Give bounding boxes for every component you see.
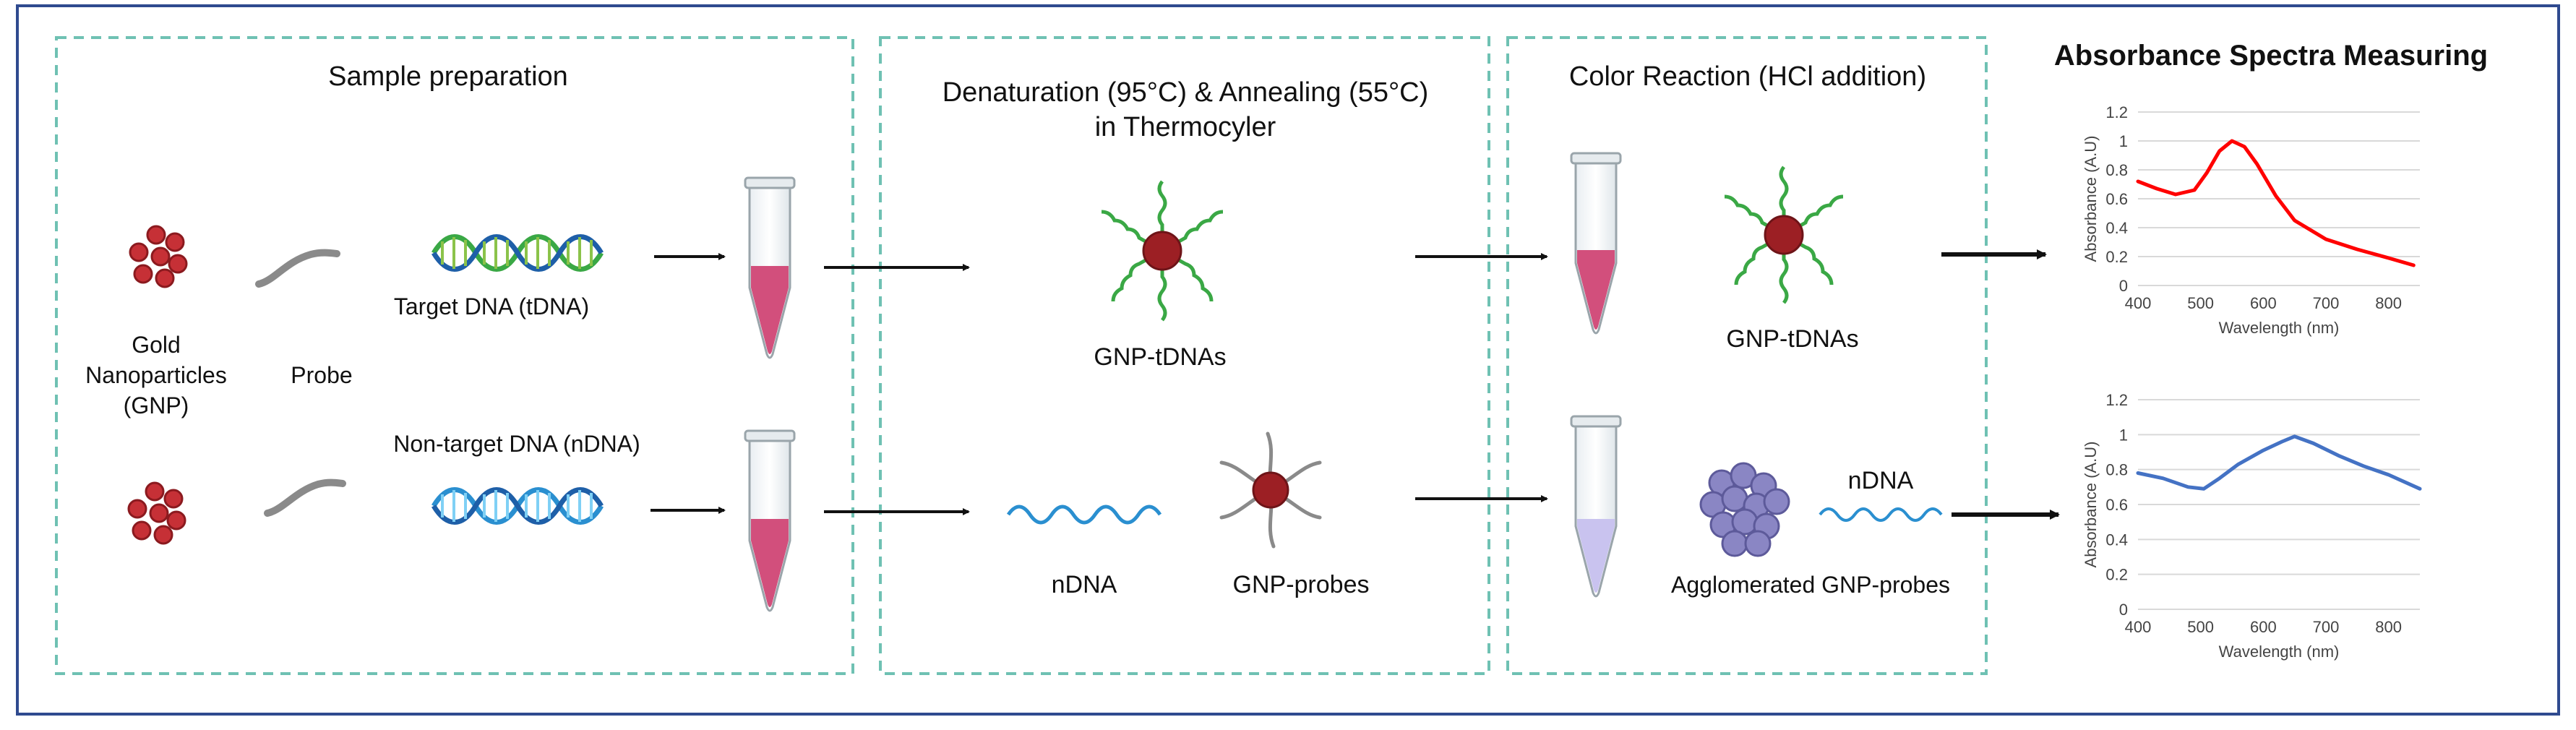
- x-tick-label: 600: [2250, 294, 2277, 312]
- gnp-label-line1: Gold: [132, 332, 181, 358]
- y-tick-label: 0.8: [2105, 461, 2128, 479]
- y-tick-label: 0.2: [2105, 566, 2128, 584]
- tube-lilac-color-reaction: [1570, 415, 1622, 598]
- panel-title-sample-preparation: Sample preparation: [328, 61, 568, 92]
- gnp-tdnas-label: GNP-tDNAs: [1094, 343, 1226, 371]
- agglomerated-label: Agglomerated GNP-probes: [1671, 572, 1950, 598]
- gnp-label-line3: (GNP): [124, 392, 189, 418]
- y-tick-label: 1.2: [2105, 103, 2128, 121]
- probe-strand-bottom: [264, 478, 346, 517]
- panel-title-color-reaction: Color Reaction (HCl addition): [1569, 61, 1926, 92]
- y-tick-label: 0.8: [2105, 161, 2128, 179]
- ndna-label-color: nDNA: [1848, 467, 1914, 494]
- y-axis-label: Absorbance (A.U): [2082, 442, 2100, 568]
- x-tick-label: 700: [2313, 294, 2340, 312]
- probe-label: Probe: [291, 362, 352, 388]
- x-tick-label: 800: [2375, 618, 2402, 636]
- x-tick-label: 500: [2187, 618, 2214, 636]
- gnp-tdnas-label-color: GNP-tDNAs: [1726, 325, 1858, 353]
- y-tick-label: 1: [2119, 426, 2128, 444]
- target-dna-helix-icon: [431, 234, 604, 272]
- x-tick-label: 400: [2125, 618, 2152, 636]
- ndna-strand-color: [1819, 507, 1943, 522]
- agglomerated-gnp-cluster-icon: [1699, 462, 1790, 557]
- absorbance-chart-bottom: 0 0.2 0.4 0.6 0.8 1 1.2 400 500 600 700 800Waveleng…: [2082, 391, 2422, 661]
- absorbance-series-line: [2136, 139, 2416, 267]
- x-tick-label: 700: [2313, 618, 2340, 636]
- panel-title-denaturation-line1: Denaturation (95°C) & Annealing (55°C): [943, 77, 1429, 108]
- gnp-label-line2: Nanoparticles: [85, 362, 227, 388]
- probe-strand-top: [255, 249, 340, 288]
- y-tick-label: 0: [2119, 601, 2128, 619]
- x-tick-label: 800: [2375, 294, 2402, 312]
- y-tick-label: 1: [2119, 132, 2128, 150]
- x-tick-label: 600: [2250, 618, 2277, 636]
- gnp-tdna-particle-icon: [1101, 180, 1224, 322]
- y-tick-label: 1.2: [2105, 391, 2128, 409]
- tube-pink-bottom: [744, 429, 796, 612]
- panel-title-absorbance: Absorbance Spectra Measuring: [2054, 40, 2488, 72]
- panel-title-denaturation-line2: in Thermocyler: [1095, 112, 1276, 142]
- x-tick-label: 400: [2125, 294, 2152, 312]
- y-tick-label: 0.6: [2105, 190, 2128, 208]
- y-axis-label: Absorbance (A.U): [2082, 136, 2100, 262]
- gnp-probe-particle-icon: [1219, 431, 1322, 549]
- tube-pink-color-reaction: [1570, 152, 1622, 335]
- figure-border: [16, 4, 2560, 716]
- ndna-label-denaturation: nDNA: [1052, 571, 1117, 598]
- panel-color-reaction: [1506, 36, 1988, 675]
- absorbance-series-line: [2136, 434, 2422, 491]
- nontarget-dna-label: Non-target DNA (nDNA): [393, 431, 640, 457]
- x-tick-label: 500: [2187, 294, 2214, 312]
- y-tick-label: 0.4: [2105, 531, 2128, 549]
- gnp-tdna-particle-color-icon: [1724, 166, 1844, 304]
- y-tick-label: 0: [2119, 277, 2128, 295]
- gnp-probes-label-denaturation: GNP-probes: [1233, 571, 1370, 598]
- tube-pink-top: [744, 176, 796, 359]
- y-tick-label: 0.6: [2105, 496, 2128, 514]
- panel-denaturation: [879, 36, 1490, 675]
- y-tick-label: 0.4: [2105, 219, 2128, 237]
- x-axis-label: Wavelength (nm): [2219, 319, 2340, 337]
- x-axis-label: Wavelength (nm): [2219, 643, 2340, 661]
- target-dna-label: Target DNA (tDNA): [394, 293, 589, 319]
- nontarget-dna-helix-icon: [431, 487, 604, 525]
- ndna-strand-denaturation: [1006, 504, 1162, 525]
- panel-sample-preparation: [55, 36, 854, 675]
- absorbance-chart-top: 0 0.2 0.4 0.6 0.8 1 1.2 400 500 600 700 800Waveleng…: [2082, 103, 2420, 337]
- y-tick-label: 0.2: [2105, 248, 2128, 266]
